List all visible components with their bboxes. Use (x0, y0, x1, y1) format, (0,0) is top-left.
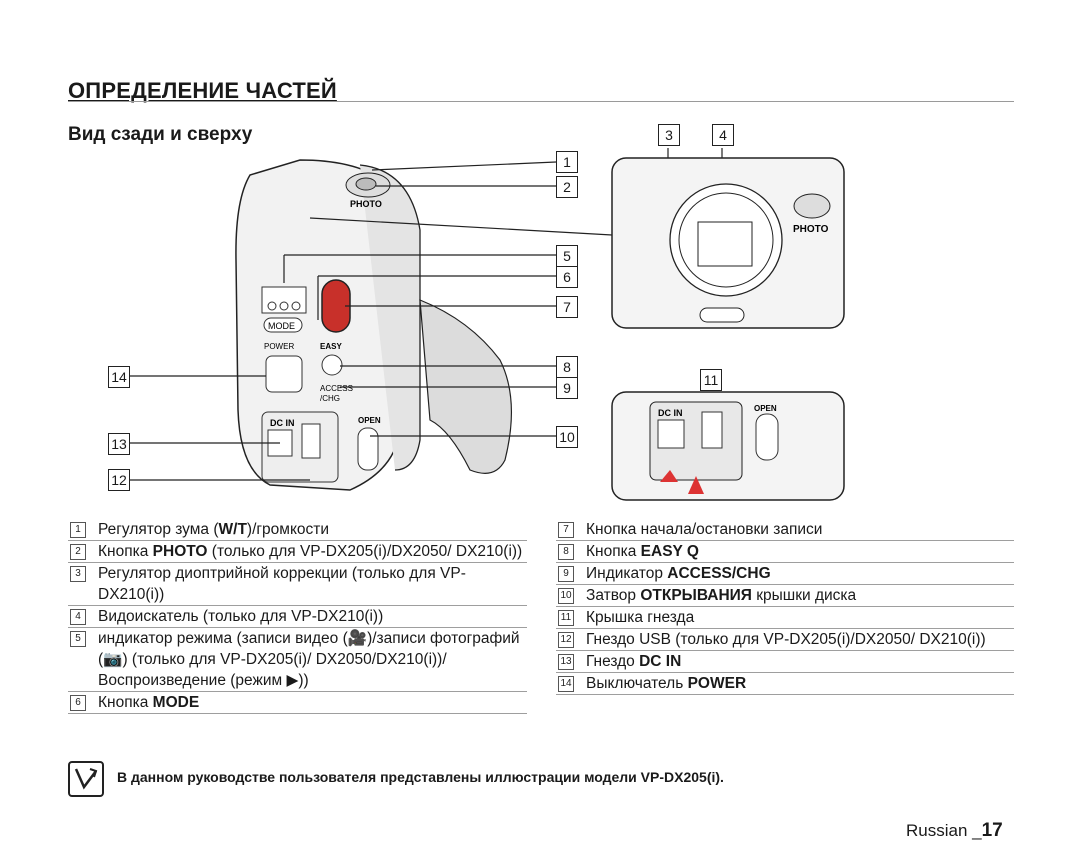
callout-12: 12 (108, 469, 130, 491)
svg-text:POWER: POWER (264, 342, 294, 351)
viewfinder-window (697, 221, 753, 267)
svg-text:DC IN: DC IN (270, 418, 295, 428)
page-number: 17 (981, 820, 1003, 841)
callout-6: 6 (556, 266, 578, 288)
callout-4: 4 (712, 124, 734, 146)
svg-text:PHOTO: PHOTO (793, 224, 829, 235)
photo-text: PHOTO (350, 199, 382, 209)
power-switch (265, 355, 303, 393)
mode-text: MODE (268, 321, 295, 331)
zoom-lever-inset (793, 193, 831, 219)
page-title: ОПРЕДЕЛЕНИЕ ЧАСТЕЙ (68, 78, 337, 103)
note-icon (68, 761, 104, 797)
diopter-lever (699, 307, 745, 323)
mode-button (263, 317, 303, 333)
camcorder-side (359, 164, 421, 471)
open-arrow (660, 470, 678, 482)
page-footer: Russian _17 (906, 820, 1003, 842)
svg-text:/CHG: /CHG (320, 394, 340, 403)
open-switch (357, 427, 379, 471)
note-text: В данном руководстве пользователя предст… (117, 769, 724, 785)
photo-button (355, 177, 377, 191)
callout-1: 1 (556, 151, 578, 173)
callout-3: 3 (658, 124, 680, 146)
callout-2: 2 (556, 176, 578, 198)
usb-jack (301, 423, 321, 459)
camcorder-illustration: PHOTO MODE POWER EASY ACCESS /CHG DC IN … (124, 148, 845, 501)
svg-text:OPEN: OPEN (754, 404, 777, 413)
callout-11: 11 (700, 369, 722, 391)
callout-9: 9 (556, 377, 578, 399)
section-subtitle: Вид сзади и сверху (68, 124, 253, 145)
callout-14: 14 (108, 366, 130, 388)
svg-text:EASY: EASY (320, 342, 342, 351)
svg-text:ACCESS: ACCESS (320, 384, 353, 393)
callout-13: 13 (108, 433, 130, 455)
mode-indicator (261, 286, 307, 314)
open-arrow-up (688, 476, 704, 494)
svg-text:DC IN: DC IN (658, 408, 683, 418)
svg-text:OPEN: OPEN (358, 416, 381, 425)
footer-language: Russian _ (906, 821, 982, 840)
title-rule (68, 101, 1014, 102)
callout-8: 8 (556, 356, 578, 378)
callout-5: 5 (556, 245, 578, 267)
easy-q-button (321, 354, 343, 376)
callout-10: 10 (556, 426, 578, 448)
callout-7: 7 (556, 296, 578, 318)
